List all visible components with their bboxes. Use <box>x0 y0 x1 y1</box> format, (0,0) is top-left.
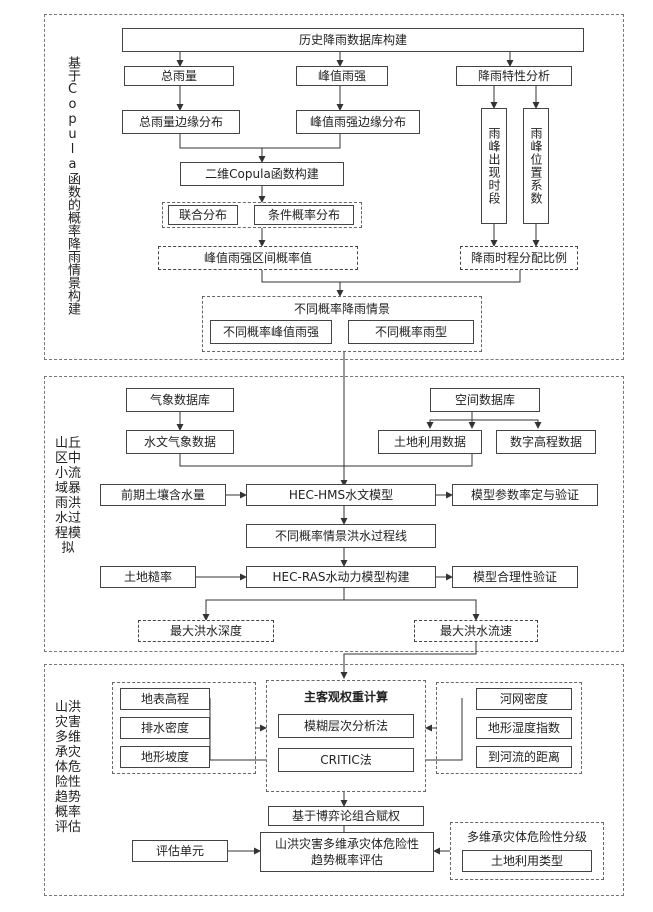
assessment-unit-box: 评估单元 <box>132 840 228 862</box>
validity-box: 模型合理性验证 <box>452 566 578 588</box>
total-rain-margin-box: 总雨量边缘分布 <box>122 110 240 134</box>
game-theory-box: 基于博弈论组合赋权 <box>268 806 424 826</box>
grading-title: 多维承灾体危险性分级 <box>450 828 604 845</box>
scenario-group-title: 不同概率降雨情景 <box>202 300 482 317</box>
dem-data-box: 数字高程数据 <box>496 430 596 454</box>
met-db-box: 气象数据库 <box>126 388 234 412</box>
critic-box: CRITIC法 <box>278 748 414 772</box>
terrain-slope-box: 地形坡度 <box>120 746 210 768</box>
roughness-box: 土地糙率 <box>100 566 196 588</box>
peak-position-box: 雨峰位置系数 <box>523 108 549 224</box>
fuzzy-ahp-box: 模糊层次分析法 <box>278 714 414 738</box>
max-velocity-box: 最大洪水流速 <box>414 620 538 642</box>
scenario-peak-box: 不同概率峰值雨强 <box>210 320 332 344</box>
soil-moisture-box: 前期土壤含水量 <box>100 484 226 506</box>
calibration-box: 模型参数率定与验证 <box>452 484 598 506</box>
copula-box: 二维Copula函数构建 <box>180 162 344 186</box>
max-depth-box: 最大洪水深度 <box>138 620 274 642</box>
probability-assessment-box: 山洪灾害多维承灾体危险性趋势概率评估 <box>260 832 434 872</box>
river-density-box: 河网密度 <box>476 688 572 710</box>
scenario-type-box: 不同概率雨型 <box>348 320 474 344</box>
time-distribution-box: 降雨时程分配比例 <box>460 246 578 270</box>
peak-time-box: 雨峰出现时段 <box>481 108 507 224</box>
total-rain-box: 总雨量 <box>124 66 234 86</box>
peak-interval-prob-box: 峰值雨强区间概率值 <box>158 246 358 270</box>
elevation-box: 地表高程 <box>120 688 210 710</box>
landuse-data-box: 土地利用数据 <box>378 430 482 454</box>
hydrograph-box: 不同概率情景洪水过程线 <box>246 524 436 548</box>
spatial-db-box: 空间数据库 <box>430 388 540 412</box>
twi-box: 地形湿度指数 <box>476 717 572 739</box>
peak-intensity-box: 峰值雨强 <box>296 66 388 86</box>
hydro-met-box: 水文气象数据 <box>126 430 234 454</box>
peak-margin-box: 峰值雨强边缘分布 <box>296 110 420 134</box>
joint-dist-box: 联合分布 <box>168 205 238 225</box>
hec-ras-box: HEC-RAS水动力模型构建 <box>246 566 436 588</box>
distance-river-box: 到河流的距离 <box>476 746 572 768</box>
rain-characteristic-box: 降雨特性分析 <box>456 66 572 86</box>
landuse-type-box: 土地利用类型 <box>462 850 592 872</box>
drainage-density-box: 排水密度 <box>120 717 210 739</box>
weight-group-title: 主客观权重计算 <box>266 688 426 705</box>
history-rain-db-box: 历史降雨数据库构建 <box>122 28 584 52</box>
cond-prob-box: 条件概率分布 <box>254 205 354 225</box>
hec-hms-box: HEC-HMS水文模型 <box>246 484 436 506</box>
